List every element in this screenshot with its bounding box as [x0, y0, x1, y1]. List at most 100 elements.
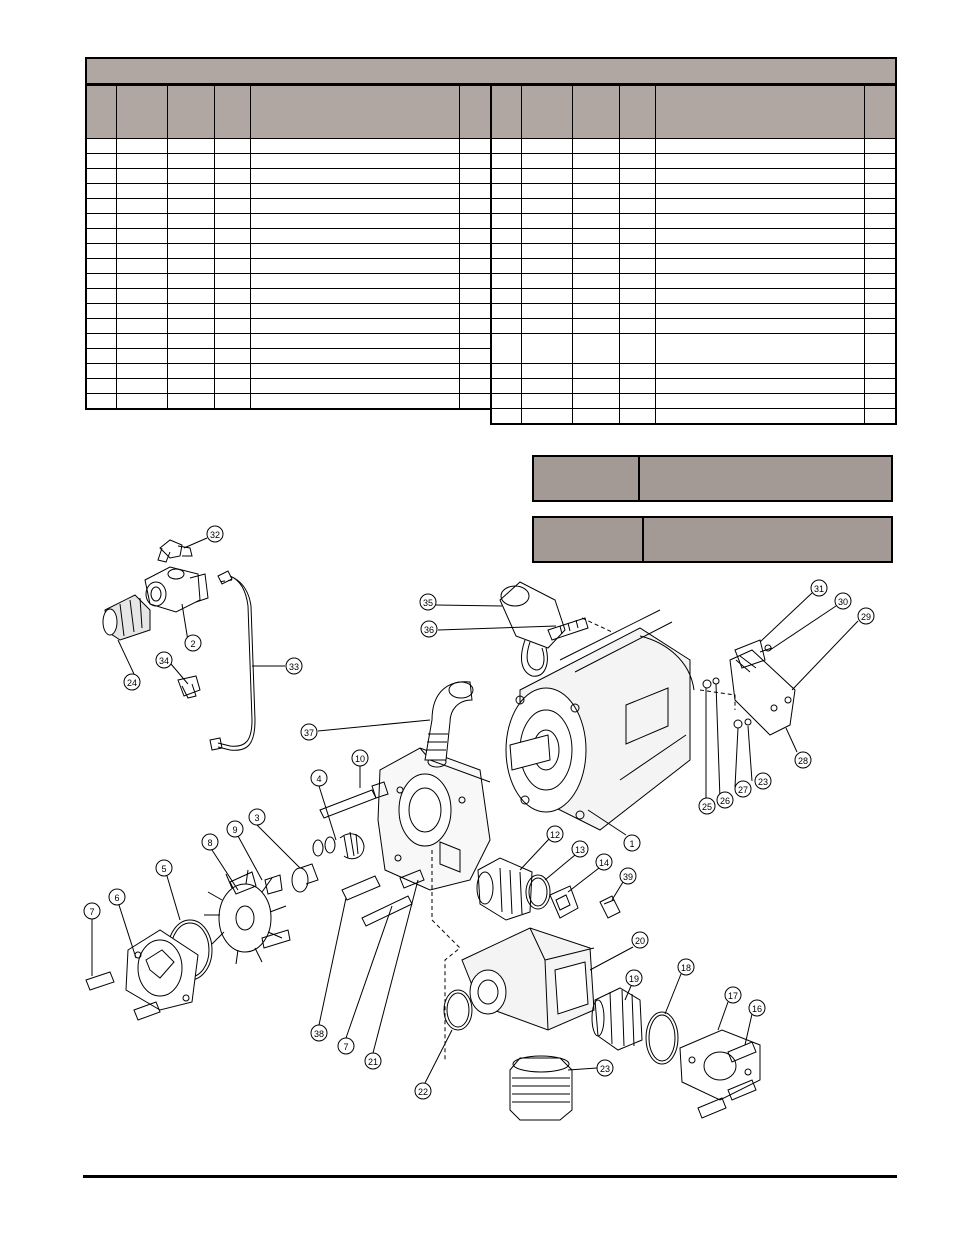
callout: 22: [414, 1082, 432, 1100]
part-fitting-23: [509, 1055, 573, 1121]
callout-label: 6: [114, 893, 119, 903]
part-tee-fitting-2: [144, 566, 209, 613]
callout-label: 21: [368, 1057, 378, 1067]
part-bracket-assembly-28: [729, 649, 796, 736]
callout-label: 12: [550, 830, 560, 840]
callout: 30: [834, 592, 852, 610]
table-row: [85, 243, 492, 259]
callout-label: 36: [424, 625, 434, 635]
leader-lines: [91, 537, 859, 1084]
callout: 12: [546, 825, 564, 843]
callout-label: 4: [316, 774, 321, 784]
part-o-ring-22: [443, 989, 473, 1031]
parts-table-left: [85, 84, 492, 410]
info-box-top: [532, 455, 893, 502]
callout: 8: [201, 833, 219, 851]
header-cell: [654, 84, 865, 139]
callout-label: 3: [254, 813, 259, 823]
callout-label: 1: [629, 839, 634, 849]
callout-label: 18: [681, 963, 691, 973]
callout-label: 38: [314, 1029, 324, 1039]
table-header-row: [490, 84, 897, 139]
header-cell: [85, 84, 117, 139]
part-impeller-8-9: [204, 869, 291, 965]
part-screws-16: [697, 1041, 757, 1119]
callout: 29: [857, 607, 875, 625]
callout-label: 23: [758, 777, 768, 787]
callout-label: 7: [89, 907, 94, 917]
callout-label: 33: [289, 662, 299, 672]
part-bolt-10: [319, 781, 389, 819]
callout-label: 37: [304, 728, 314, 738]
callout: 6: [108, 888, 126, 906]
alignment-lines: [217, 579, 736, 1060]
callout-label: 29: [861, 612, 871, 622]
part-cover-plate-17: [679, 1029, 761, 1101]
callout-label: 23: [600, 1064, 610, 1074]
callout-label: 7: [343, 1042, 348, 1052]
callout-label: 24: [127, 678, 137, 688]
part-housing-20: [461, 927, 595, 1031]
header-cell: [863, 84, 897, 139]
header-cell: [520, 84, 573, 139]
part-o-ring-18: [645, 1011, 679, 1065]
part-plug-39: [599, 895, 621, 919]
info-box-divider: [638, 457, 640, 500]
header-cell: [213, 84, 251, 139]
part-elbow-37: [424, 681, 474, 761]
table-row: [490, 168, 897, 184]
callout-label: 8: [207, 838, 212, 848]
callout-label: 34: [159, 656, 169, 666]
callout: 26: [716, 791, 734, 809]
header-cell: [490, 84, 522, 139]
callout: 16: [748, 999, 766, 1017]
callout: 39: [619, 867, 637, 885]
part-plug-14: [549, 885, 579, 919]
callout: 36: [420, 620, 438, 638]
callout: 18: [677, 958, 695, 976]
callout: 37: [300, 723, 318, 741]
part-seal-3-4: [291, 831, 365, 893]
part-o-ring-13: [525, 874, 551, 910]
callout: 10: [351, 749, 369, 767]
callout-label: 31: [814, 584, 824, 594]
table-row: [490, 228, 897, 244]
callout-label: 19: [629, 974, 639, 984]
table-cell: [863, 408, 897, 425]
callout: 33: [285, 657, 303, 675]
callout-label: 39: [623, 872, 633, 882]
callout: 21: [364, 1052, 382, 1070]
header-cell: [166, 84, 215, 139]
callout: 23: [596, 1059, 614, 1077]
callout: 4: [310, 769, 328, 787]
callout-label: 25: [702, 802, 712, 812]
callout: 7: [337, 1037, 355, 1055]
info-box-bottom: [532, 516, 893, 563]
header-cell: [618, 84, 656, 139]
callout: 14: [595, 853, 613, 871]
part-nozzle-19: [591, 987, 643, 1051]
part-elbow-fitting-34: [177, 675, 201, 699]
callout-label: 27: [738, 785, 748, 795]
table-row: [490, 318, 897, 334]
part-end-cover-6: [125, 929, 199, 1011]
info-box-divider: [642, 518, 644, 561]
part-bolt-38: [341, 875, 381, 901]
table-cell: [571, 333, 620, 364]
part-pump-body-21: [377, 747, 491, 891]
callout: 24: [123, 673, 141, 691]
callout: 34: [155, 651, 173, 669]
callout: 5: [155, 859, 173, 877]
callout: 32: [206, 525, 224, 543]
table-row: [85, 318, 492, 334]
callout: 7: [83, 902, 101, 920]
table-cell: [863, 393, 897, 409]
table-row: [490, 243, 897, 259]
callout-label: 9: [232, 825, 237, 835]
table-row: [490, 408, 897, 425]
callout: 2: [184, 634, 202, 652]
callout-label: 17: [728, 991, 738, 1001]
table-cell: [654, 333, 865, 364]
table-row: [85, 168, 492, 184]
